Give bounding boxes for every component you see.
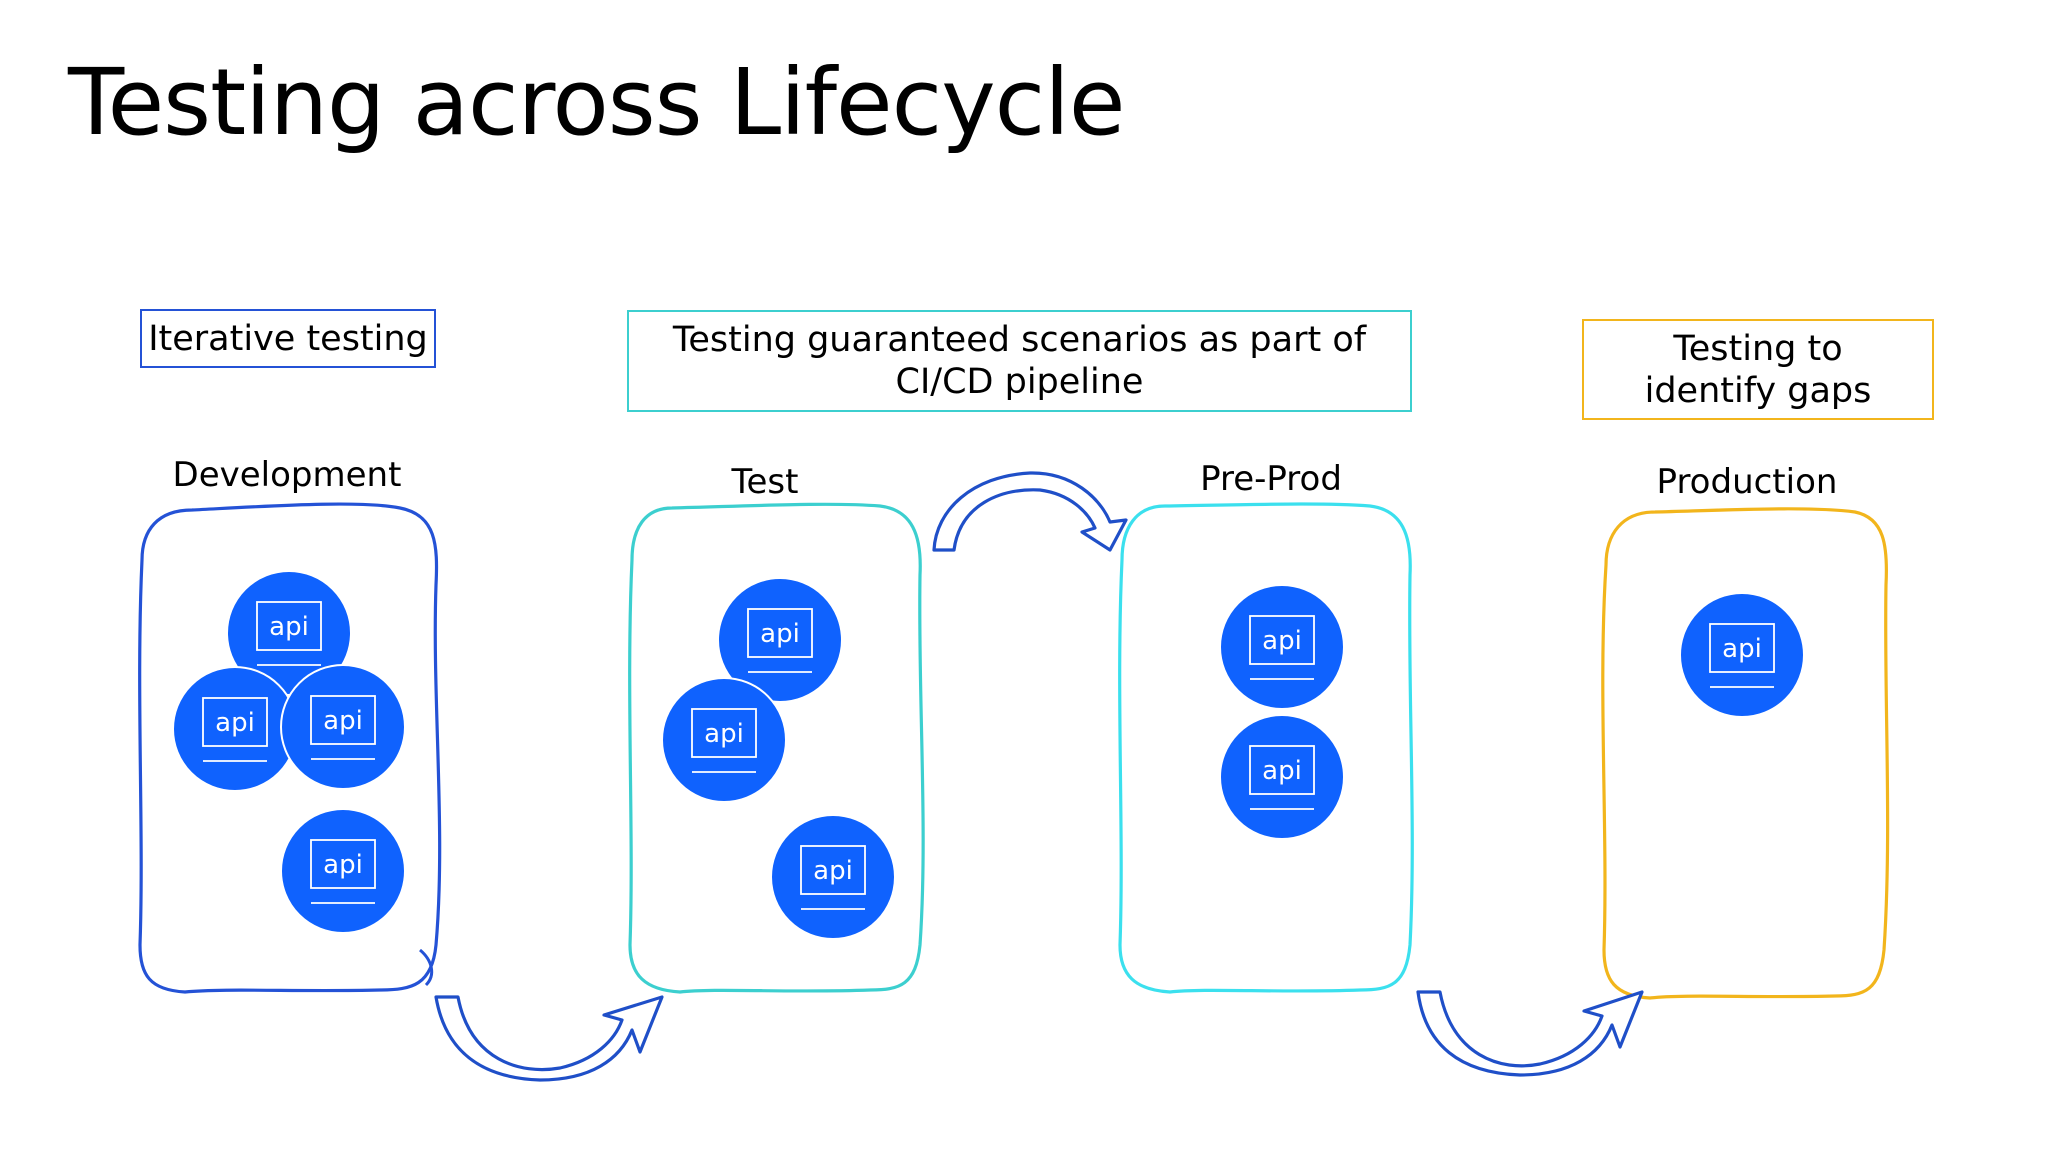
api-label: api [215, 708, 255, 738]
api-label: api [1722, 634, 1762, 664]
api-frame [256, 601, 322, 651]
api-frame [747, 608, 813, 658]
api-development-3: api [280, 664, 406, 790]
api-label: api [704, 719, 744, 749]
api-frame [310, 839, 376, 889]
api-label: api [323, 706, 363, 736]
note-identify-gaps-text: Testing to identify gaps [1644, 328, 1872, 411]
api-label: api [1262, 626, 1302, 656]
api-label: api [269, 612, 309, 642]
arrow-development-to-test [434, 995, 664, 1082]
api-label: api [760, 619, 800, 649]
note-ci-cd-testing: Testing guaranteed scenarios as part of … [627, 310, 1412, 412]
stage-label-development: Development [172, 455, 402, 495]
api-frame [1709, 623, 1775, 673]
api-frame [691, 708, 757, 758]
test-stage-box [628, 502, 925, 994]
note-iterative-testing-text: Iterative testing [148, 318, 428, 359]
preprod-stage-box [1118, 502, 1414, 994]
note-ci-cd-testing-text: Testing guaranteed scenarios as part of … [672, 320, 1367, 402]
api-label: api [813, 856, 853, 886]
development-stage-box [138, 502, 442, 994]
api-label: api [1262, 756, 1302, 786]
api-preprod-8: api [1219, 584, 1345, 710]
api-frame [1249, 615, 1315, 665]
api-development-4: api [280, 808, 406, 934]
slide-title: Testing across Lifecycle [68, 49, 1125, 156]
api-development-1: api [226, 570, 352, 696]
api-frame [310, 695, 376, 745]
api-development-2: api [172, 666, 298, 792]
api-test-7: api [770, 814, 896, 940]
note-iterative-testing: Iterative testing [140, 309, 436, 368]
production-stage-box [1601, 507, 1890, 1000]
api-circles: api api api api api api api api api api [172, 570, 1805, 940]
api-test-5: api [717, 577, 843, 703]
stage-label-production: Production [1656, 462, 1838, 502]
api-test-6: api [661, 677, 787, 803]
api-label: api [323, 850, 363, 880]
stage-label-test: Test [731, 462, 799, 502]
api-production-10: api [1679, 592, 1805, 718]
api-preprod-9: api [1219, 714, 1345, 840]
development-box-flourish [418, 948, 434, 987]
arrow-test-to-preprod [932, 471, 1128, 552]
api-frame [1249, 745, 1315, 795]
arrow-preprod-to-production [1416, 990, 1644, 1077]
api-frame [800, 845, 866, 895]
stage-label-preprod: Pre-Prod [1200, 459, 1342, 499]
note-identify-gaps: Testing to identify gaps [1582, 319, 1934, 420]
api-frame [202, 697, 268, 747]
